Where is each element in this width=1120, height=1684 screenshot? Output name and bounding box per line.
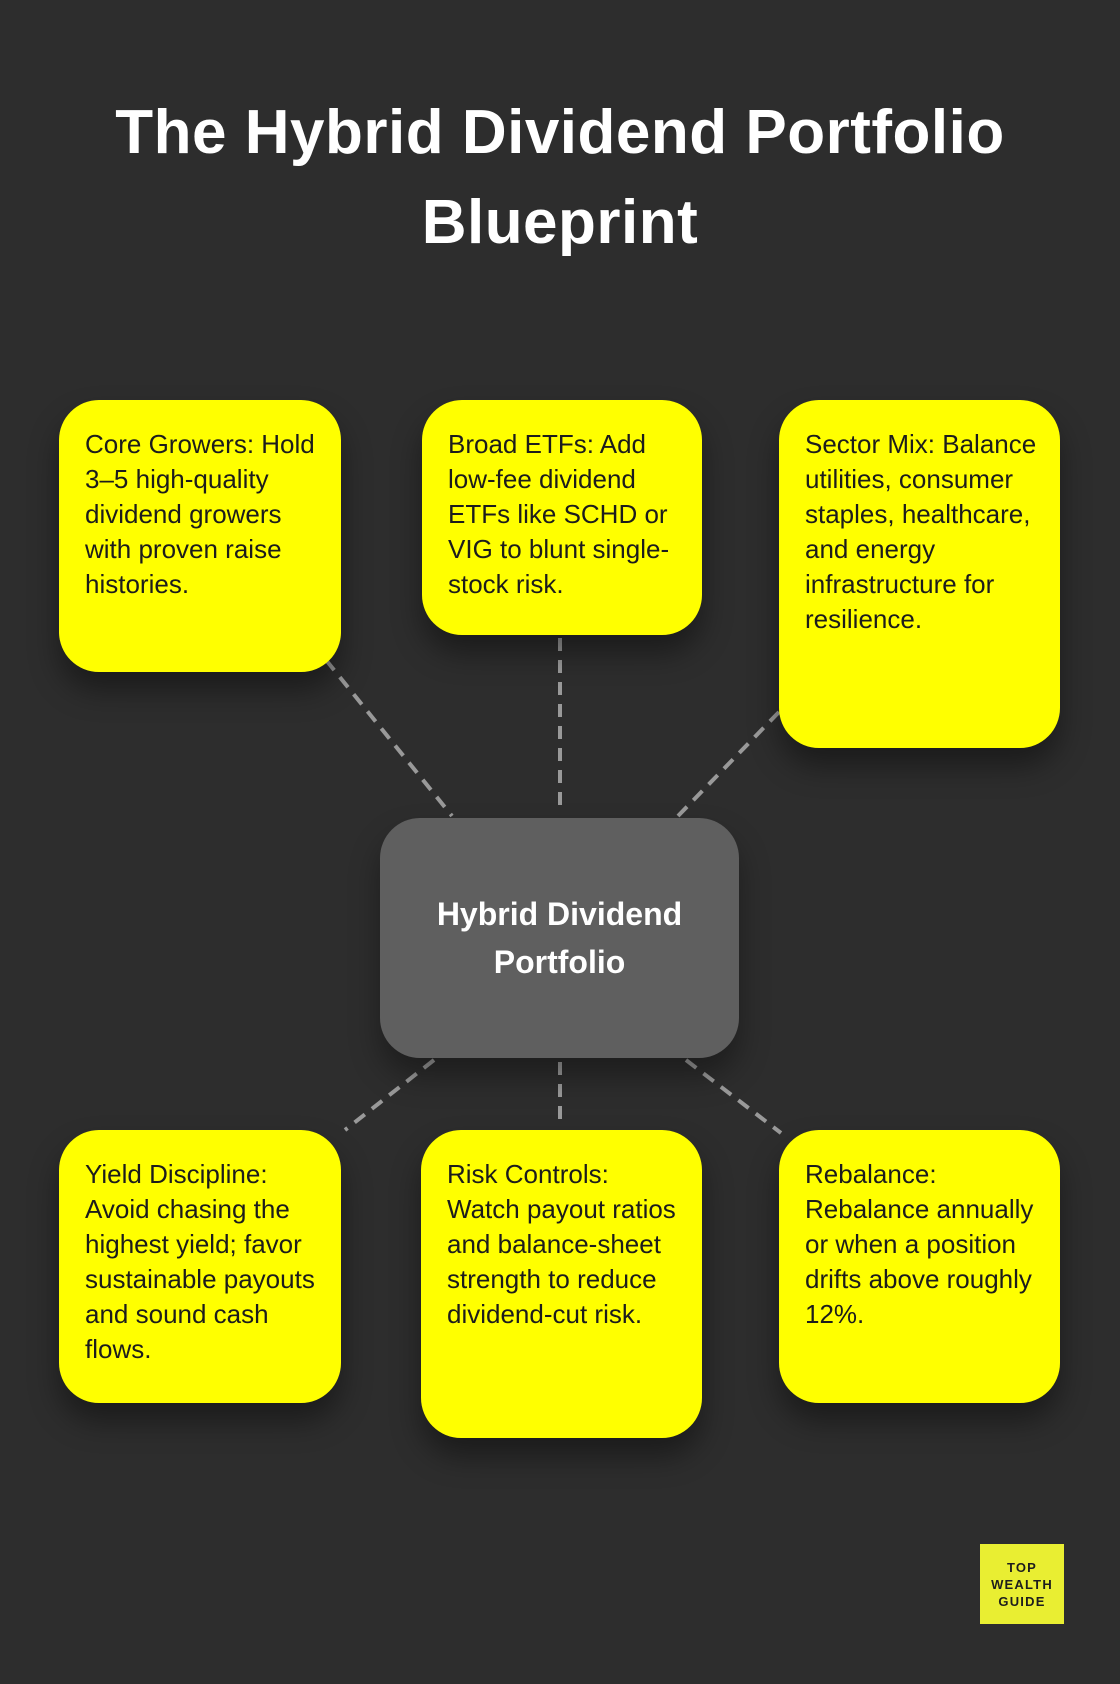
card-yield-discipline: Yield Discipline: Avoid chasing the high… bbox=[59, 1130, 341, 1403]
card-risk-controls: Risk Controls: Watch payout ratios and b… bbox=[421, 1130, 702, 1438]
card-broad-etfs-text: Broad ETFs: Add low-fee dividend ETFs li… bbox=[448, 429, 670, 599]
connector-line-bottom-right bbox=[684, 1058, 783, 1135]
connector-line-top-left bbox=[324, 658, 454, 818]
brand-logo-line3: GUIDE bbox=[998, 1593, 1046, 1609]
card-core-growers-text: Core Growers: Hold 3–5 high-quality divi… bbox=[85, 429, 315, 599]
center-node-label: Hybrid Dividend Portfolio bbox=[436, 896, 683, 980]
card-yield-discipline-text: Yield Discipline: Avoid chasing the high… bbox=[85, 1159, 315, 1364]
center-node: Hybrid Dividend Portfolio bbox=[380, 818, 739, 1058]
page-title: The Hybrid Dividend Portfolio Blueprint bbox=[115, 98, 1005, 257]
card-broad-etfs: Broad ETFs: Add low-fee dividend ETFs li… bbox=[422, 400, 702, 635]
card-risk-controls-text: Risk Controls: Watch payout ratios and b… bbox=[447, 1159, 676, 1329]
card-rebalance-text: Rebalance: Rebalance annually or when a … bbox=[805, 1159, 1034, 1329]
connector-line-top-right bbox=[676, 710, 781, 818]
card-core-growers: Core Growers: Hold 3–5 high-quality divi… bbox=[59, 400, 341, 672]
brand-logo-line2: WEALTH bbox=[991, 1576, 1053, 1592]
brand-logo-line1: TOP bbox=[1006, 1559, 1038, 1575]
card-sector-mix: Sector Mix: Balance utilities, consumer … bbox=[779, 400, 1060, 748]
card-rebalance: Rebalance: Rebalance annually or when a … bbox=[779, 1130, 1060, 1403]
card-sector-mix-text: Sector Mix: Balance utilities, consumer … bbox=[805, 429, 1037, 634]
connector-line-bottom-left bbox=[343, 1058, 436, 1132]
brand-logo: TOP WEALTH GUIDE bbox=[980, 1544, 1064, 1624]
